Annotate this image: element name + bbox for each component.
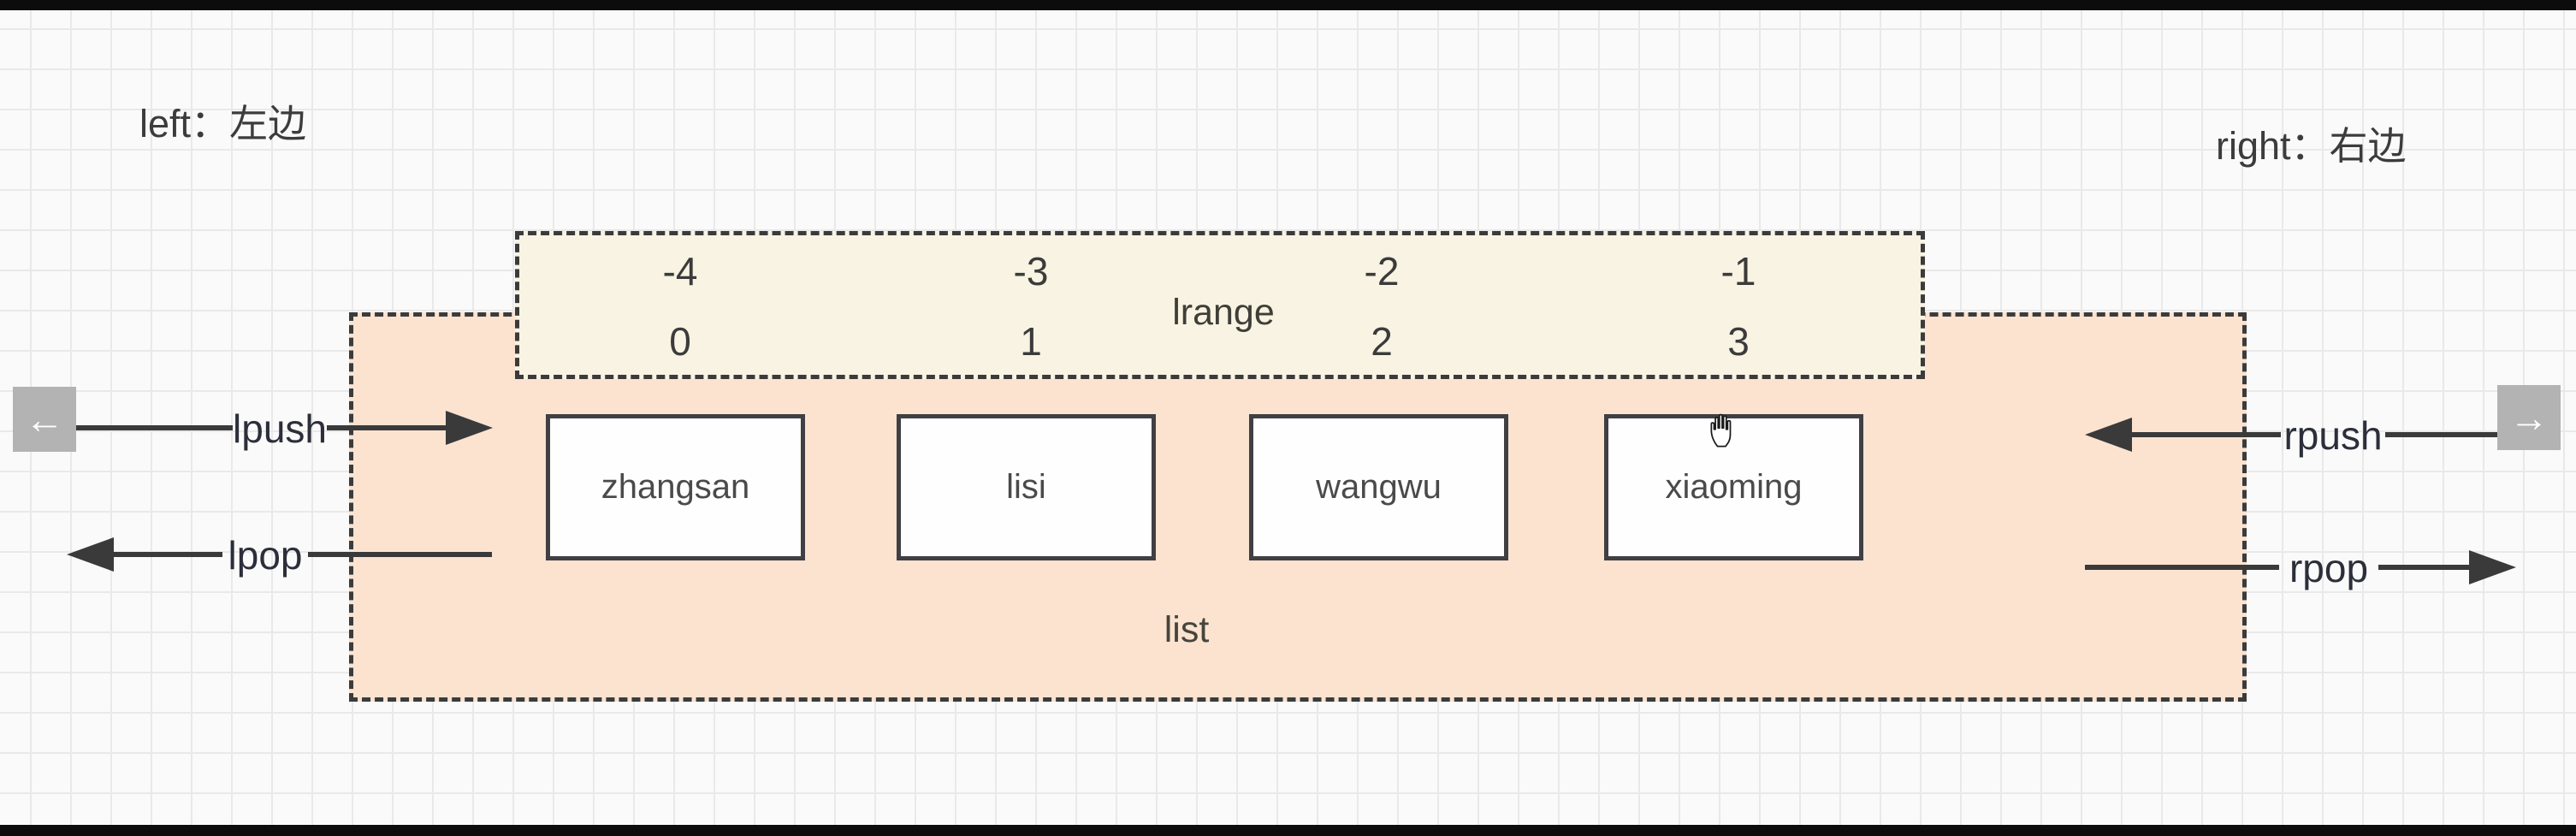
left-arrow-icon: ← bbox=[25, 397, 64, 442]
negative-index: -3 bbox=[1013, 249, 1049, 293]
lrange-index-box[interactable]: -4 0 -3 1 -2 2 -1 3 lrange bbox=[515, 231, 1925, 379]
positive-index: 2 bbox=[1371, 319, 1393, 364]
index-column: -4 0 bbox=[620, 247, 740, 365]
lpush-arrow-line bbox=[75, 425, 233, 430]
index-column: -2 2 bbox=[1322, 247, 1442, 365]
rpop-arrow-line bbox=[2085, 565, 2279, 570]
lpush-arrowhead-icon bbox=[446, 411, 493, 445]
index-column: -1 3 bbox=[1679, 247, 1798, 365]
lpush-arrow-line bbox=[327, 425, 447, 430]
lpop-arrow-line bbox=[308, 552, 492, 557]
bottom-letterbox-bar bbox=[0, 825, 2576, 836]
list-item[interactable]: xiaoming bbox=[1604, 414, 1863, 560]
rpush-arrowhead-icon bbox=[2085, 418, 2132, 452]
nav-right-button[interactable]: → bbox=[2497, 385, 2561, 450]
list-label: list bbox=[1164, 609, 1210, 650]
lrange-label: lrange bbox=[1172, 292, 1275, 333]
lpop-arrowhead-icon bbox=[67, 537, 114, 572]
list-item[interactable]: zhangsan bbox=[546, 414, 805, 560]
lpop-label: lpop bbox=[228, 533, 303, 578]
list-item[interactable]: wangwu bbox=[1249, 414, 1508, 560]
rpop-arrow-line bbox=[2378, 565, 2469, 570]
positive-index: 1 bbox=[1020, 319, 1042, 364]
lpush-label: lpush bbox=[233, 406, 327, 451]
negative-index: -1 bbox=[1720, 249, 1756, 293]
right-note: right：右边 bbox=[2216, 124, 2407, 168]
negative-index: -4 bbox=[662, 249, 698, 293]
list-item[interactable]: lisi bbox=[897, 414, 1156, 560]
index-column: -3 1 bbox=[971, 247, 1091, 365]
positive-index: 3 bbox=[1727, 319, 1750, 364]
lpop-arrow-line bbox=[114, 552, 222, 557]
open-hand-cursor-icon bbox=[1710, 413, 1732, 448]
rpop-label: rpop bbox=[2289, 546, 2369, 590]
left-note: left：左边 bbox=[139, 102, 307, 145]
positive-index: 0 bbox=[669, 319, 691, 364]
right-arrow-icon: → bbox=[2509, 395, 2549, 440]
top-letterbox-bar bbox=[0, 0, 2576, 10]
nav-left-button[interactable]: ← bbox=[13, 387, 76, 452]
rpush-arrow-line bbox=[2132, 432, 2281, 437]
rpush-label: rpush bbox=[2283, 413, 2383, 458]
rpush-arrow-line bbox=[2385, 432, 2497, 437]
rpop-arrowhead-icon bbox=[2469, 550, 2516, 584]
negative-index: -2 bbox=[1364, 249, 1400, 293]
